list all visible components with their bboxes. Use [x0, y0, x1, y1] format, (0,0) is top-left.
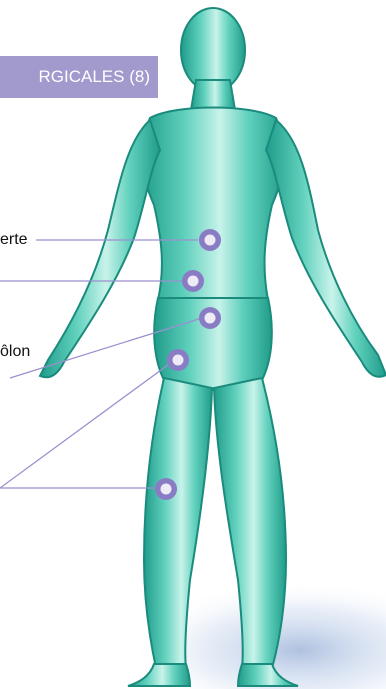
label-2: ôlon	[0, 342, 38, 362]
marker-1[interactable]	[199, 229, 221, 251]
marker-5[interactable]	[155, 478, 177, 500]
connector-line-4a	[0, 362, 172, 488]
marker-2[interactable]	[182, 270, 204, 292]
category-header: RGICALES (8)	[0, 56, 158, 98]
marker-3[interactable]	[199, 307, 221, 329]
label-1: erte	[0, 230, 36, 250]
marker-4[interactable]	[167, 349, 189, 371]
